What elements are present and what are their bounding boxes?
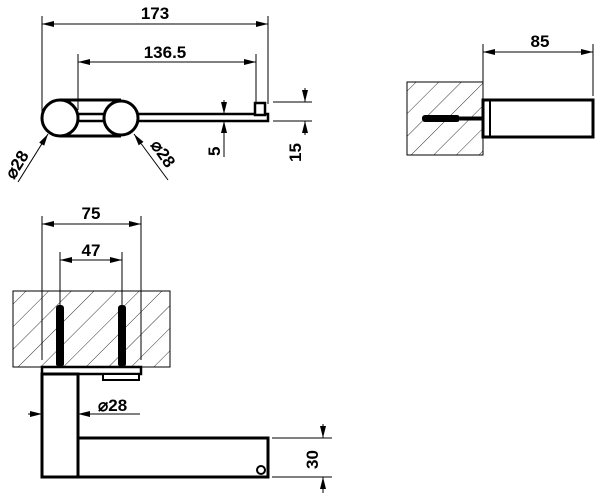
dimension-end-height: 15 <box>286 143 305 162</box>
right-post-circle <box>102 99 140 137</box>
holder-body-side <box>481 98 595 139</box>
wall-section-front <box>12 290 171 368</box>
dimension-post-diameter: ⌀28 <box>98 396 127 415</box>
front-view: 75 47 ⌀28 30 <box>12 204 332 493</box>
right-diameter-label: ⌀28 <box>147 136 179 171</box>
dimension-projection: 85 <box>531 32 550 51</box>
left-post-circle <box>40 98 80 138</box>
dimension-plate-width: 75 <box>82 204 101 223</box>
vertical-post <box>40 372 80 479</box>
top-view: 173 136.5 ⌀28 ⌀28 5 15 <box>1 4 312 183</box>
arm-end-hole <box>256 465 266 475</box>
horizontal-arm <box>76 436 270 479</box>
dimension-bar-length: 136.5 <box>144 43 187 62</box>
dimension-overall-length: 173 <box>141 4 169 23</box>
screw-right <box>118 305 126 367</box>
left-diameter-label: ⌀28 <box>1 147 33 182</box>
mount-plate <box>40 365 143 376</box>
dimension-rod-thickness: 5 <box>205 147 224 156</box>
screw-left <box>56 305 64 367</box>
wall-anchor-side <box>422 115 460 122</box>
side-view: 85 <box>406 32 595 156</box>
dimension-arm-height: 30 <box>303 450 322 469</box>
plate-tab <box>102 373 140 381</box>
rod-end-stop <box>253 101 267 117</box>
dimension-screw-spacing: 47 <box>82 241 101 260</box>
